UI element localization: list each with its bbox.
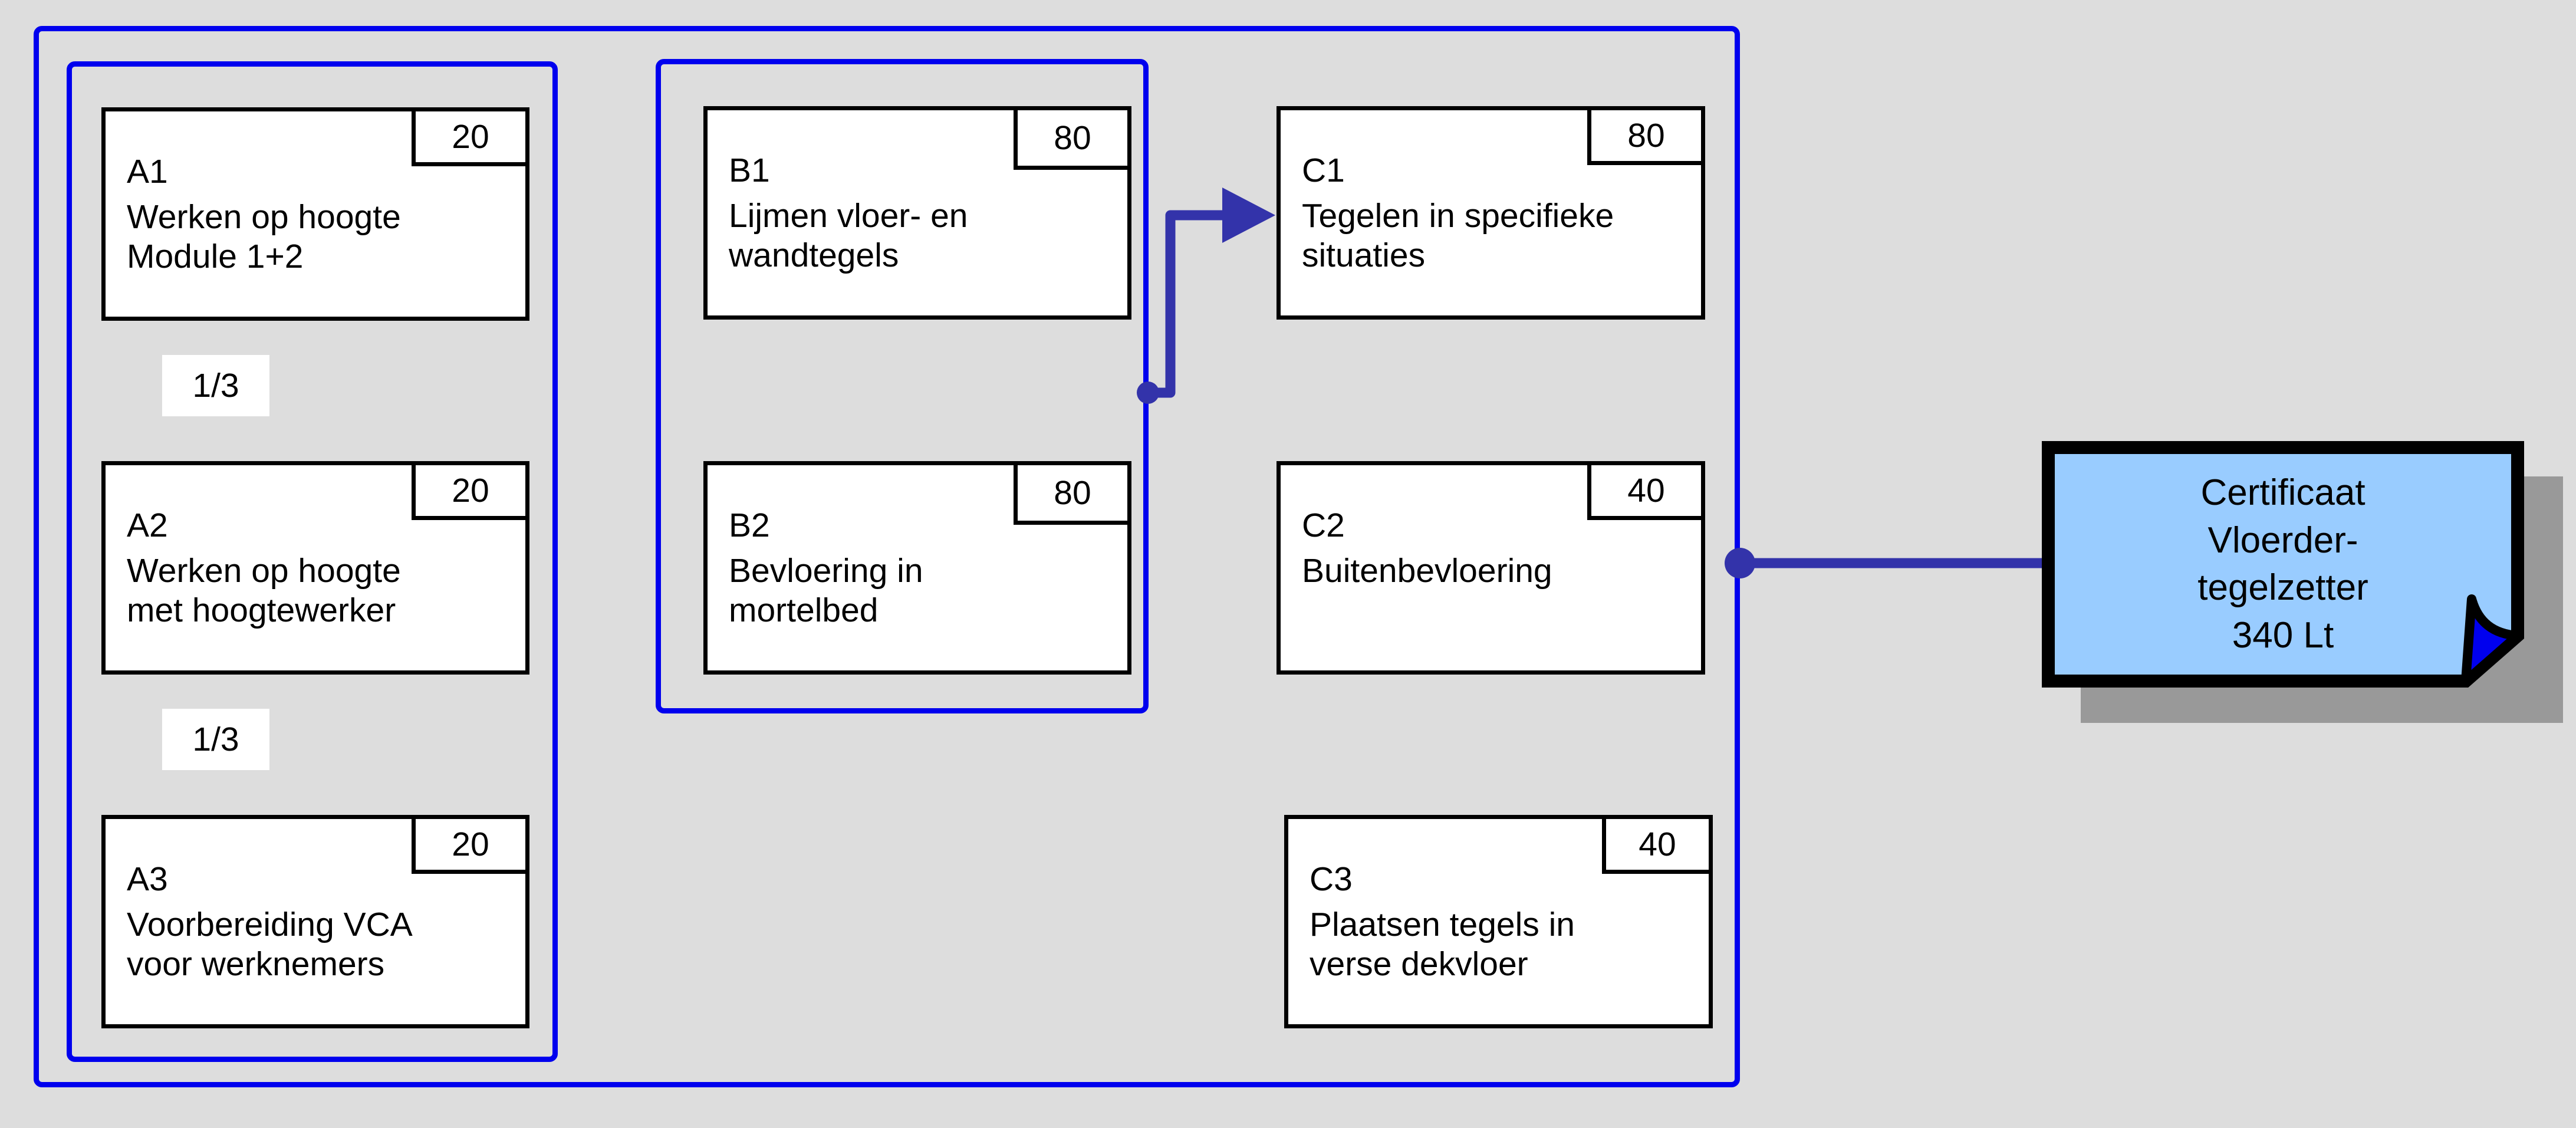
module-badge-a3: 20 — [412, 815, 529, 874]
module-code-a3: A3 — [127, 860, 168, 898]
module-title-line: Lijmen vloer- en — [729, 197, 968, 235]
module-badge-c3: 40 — [1602, 815, 1713, 874]
module-badge-a2: 20 — [412, 461, 529, 520]
module-title-line: Werken op hoogte — [127, 198, 401, 236]
certificate-shape — [2042, 441, 2524, 688]
module-badge-c2: 40 — [1587, 461, 1705, 520]
module-title-line: situaties — [1302, 236, 1426, 275]
module-title-line: Werken op hoogte — [127, 552, 401, 590]
module-code-c2: C2 — [1302, 507, 1345, 544]
module-box-b1[interactable]: 80 B1 Lijmen vloer- en wandtegels — [703, 106, 1131, 320]
module-title-b2: Bevloering in mortelbed — [729, 551, 1119, 631]
module-badge-b1: 80 — [1014, 106, 1131, 170]
fraction-chip-a2-a3: 1/3 — [162, 709, 269, 770]
module-code-b1: B1 — [729, 152, 770, 189]
module-title-line: verse dekvloer — [1310, 945, 1528, 984]
module-title-line: Module 1+2 — [127, 238, 304, 276]
module-code-c1: C1 — [1302, 152, 1345, 189]
certificate-text: Certificaat Vloerder- tegelzetter 340 Lt — [2042, 469, 2524, 659]
module-title-line: Buitenbevloering — [1302, 552, 1552, 590]
certificate-card[interactable]: Certificaat Vloerder- tegelzetter 340 Lt — [2042, 441, 2524, 688]
module-title-line: wandtegels — [729, 236, 899, 275]
module-title-line: mortelbed — [729, 591, 879, 630]
certificate-line: Certificaat — [2200, 472, 2366, 513]
module-box-a2[interactable]: 20 A2 Werken op hoogte met hoogtewerker — [101, 461, 529, 675]
module-box-c2[interactable]: 40 C2 Buitenbevloering — [1277, 461, 1705, 675]
certificate-line: tegelzetter — [2197, 567, 2368, 609]
module-box-a3[interactable]: 20 A3 Voorbereiding VCA voor werknemers — [101, 815, 529, 1028]
module-box-b2[interactable]: 80 B2 Bevloering in mortelbed — [703, 461, 1131, 675]
folded-corner-icon — [2461, 594, 2522, 686]
connector-outergroup-to-certificate — [1725, 548, 2047, 578]
module-title-a1: Werken op hoogte Module 1+2 — [127, 198, 517, 277]
module-title-a3: Voorbereiding VCA voor werknemers — [127, 905, 517, 985]
module-title-line: Voorbereiding VCA — [127, 906, 413, 943]
module-title-c1: Tegelen in specifieke situaties — [1302, 196, 1693, 276]
certificate-line: 340 Lt — [2232, 614, 2334, 656]
module-box-a1[interactable]: 20 A1 Werken op hoogte Module 1+2 — [101, 107, 529, 321]
module-badge-a1: 20 — [412, 107, 529, 166]
module-title-line: Plaatsen tegels in — [1310, 906, 1575, 943]
module-title-line: Bevloering in — [729, 552, 923, 590]
module-title-line: met hoogtewerker — [127, 591, 396, 630]
module-title-line: voor werknemers — [127, 945, 385, 984]
module-title-c2: Buitenbevloering — [1302, 551, 1693, 591]
module-badge-c1: 80 — [1587, 106, 1705, 165]
module-box-c1[interactable]: 80 C1 Tegelen in specifieke situaties — [1277, 106, 1705, 320]
group-a-frame — [67, 61, 558, 1062]
module-code-b2: B2 — [729, 507, 770, 544]
module-title-b1: Lijmen vloer- en wandtegels — [729, 196, 1119, 276]
fraction-chip-a1-a2: 1/3 — [162, 355, 269, 416]
certificate-line: Vloerder- — [2207, 519, 2358, 561]
module-title-line: Tegelen in specifieke — [1302, 197, 1614, 235]
module-title-c3: Plaatsen tegels in verse dekvloer — [1310, 905, 1700, 985]
module-title-a2: Werken op hoogte met hoogtewerker — [127, 551, 517, 631]
module-box-c3[interactable]: 40 C3 Plaatsen tegels in verse dekvloer — [1284, 815, 1713, 1028]
module-code-a1: A1 — [127, 153, 168, 190]
module-code-c3: C3 — [1310, 860, 1353, 898]
module-badge-b2: 80 — [1014, 461, 1131, 525]
module-code-a2: A2 — [127, 507, 168, 544]
